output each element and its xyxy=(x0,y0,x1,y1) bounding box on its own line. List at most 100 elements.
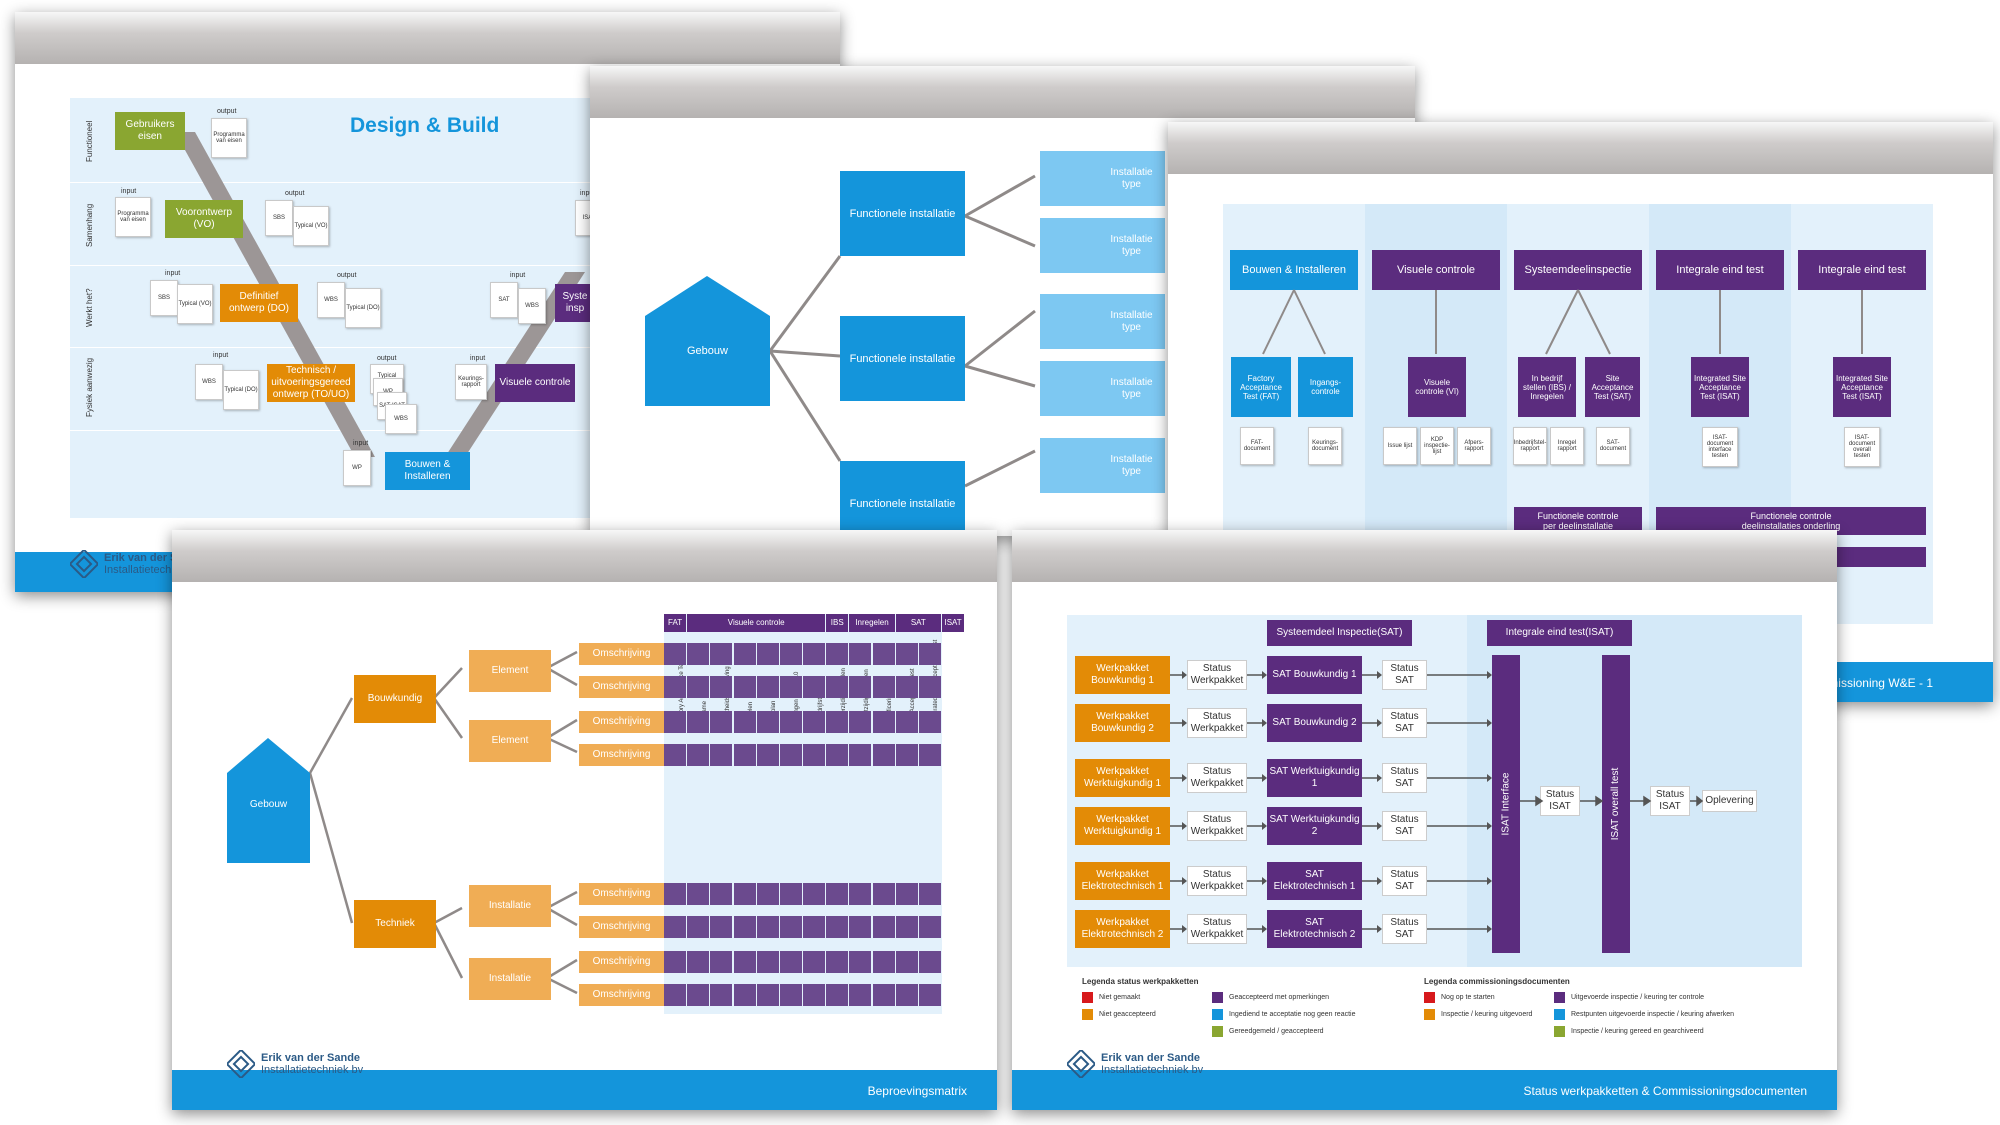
matrix-cell xyxy=(872,916,895,938)
matrix-cell xyxy=(779,744,802,766)
matrix-cell xyxy=(710,711,733,733)
header-integrale-eind-test-1: Integrale eind test xyxy=(1656,250,1784,290)
matrix-cell xyxy=(756,916,779,938)
matrix-cell xyxy=(826,984,849,1006)
matrix-cell xyxy=(664,643,687,665)
sat-box: SAT Elektrotechnisch 2 xyxy=(1267,910,1362,948)
matrix-cell xyxy=(918,951,941,973)
doc-sbs: SBS xyxy=(265,200,293,236)
matrix-cell xyxy=(779,916,802,938)
logo-icon xyxy=(1067,1050,1095,1078)
sat-box: SAT Werktuigkundig 1 xyxy=(1267,759,1362,797)
doc-wbs-output: WBS xyxy=(385,404,417,434)
matrix-cell xyxy=(687,984,710,1006)
matrix-cell xyxy=(687,883,710,905)
legend-label: Inspectie / keuring gereed en gearchivee… xyxy=(1571,1028,1704,1035)
legend-swatch xyxy=(1554,1009,1565,1020)
legend-label: Gereedgemeld / geaccepteerd xyxy=(1229,1028,1324,1035)
omschrijving-2: Omschrijving xyxy=(579,676,664,698)
matrix-cell xyxy=(733,951,756,973)
legend-werkpakketten-title: Legenda status werkpakketten xyxy=(1082,977,1199,986)
matrix-cell xyxy=(895,916,918,938)
label-output-3: output xyxy=(337,272,357,279)
status-werkpakket: Status Werkpakket xyxy=(1187,811,1247,841)
matrix-cell xyxy=(826,951,849,973)
legend-item: Inspectie / keuring gereed en gearchivee… xyxy=(1554,1026,1704,1037)
legend-commissioning-title: Legenda commissioningsdocumenten xyxy=(1424,977,1570,986)
status-sat: Status SAT xyxy=(1382,660,1427,690)
matrix-cell xyxy=(664,951,687,973)
matrix-rows xyxy=(664,614,942,1014)
matrix-cell xyxy=(756,744,779,766)
installatie-type-2: Installatie type xyxy=(1040,218,1165,273)
doc-wbs-input: WBS xyxy=(195,364,223,400)
tree-connectors xyxy=(768,174,1036,488)
matrix-cell xyxy=(756,676,779,698)
doc-isat-overall: ISAT-document overall testen xyxy=(1844,427,1880,467)
functionele-installatie-2: Functionele installatie xyxy=(840,316,965,401)
doc-isat-interface: ISAT-document interface testen xyxy=(1702,427,1738,467)
matrix-cell xyxy=(849,643,872,665)
box-isat-2: Integrated Site Acceptance Test (ISAT) xyxy=(1833,357,1891,417)
omschrijving-3: Omschrijving xyxy=(579,711,664,733)
legend-label: Niet gemaakt xyxy=(1099,994,1141,1001)
installatie-type-3: Installatie type xyxy=(1040,294,1165,349)
matrix-cell xyxy=(918,711,941,733)
matrix-cell xyxy=(849,916,872,938)
legend-item: Niet geaccepteerd xyxy=(1082,1009,1156,1020)
doc-issue-lijst: Issue lijst xyxy=(1383,427,1417,465)
installatie-type-1: Installatie type xyxy=(1040,151,1165,206)
status-werkpakket: Status Werkpakket xyxy=(1187,763,1247,793)
matrix-cell xyxy=(872,883,895,905)
matrix-cell xyxy=(733,643,756,665)
matrix-cell xyxy=(687,676,710,698)
matrix-cell xyxy=(710,676,733,698)
matrix-cell xyxy=(733,676,756,698)
box-techniek: Techniek xyxy=(354,900,436,948)
legend-swatch xyxy=(1082,1009,1093,1020)
matrix-cell xyxy=(664,916,687,938)
legend-swatch xyxy=(1212,992,1223,1003)
box-technisch-ontwerp: Technisch / uitvoeringsgereed ontwerp (T… xyxy=(267,364,355,402)
matrix-cell xyxy=(826,883,849,905)
matrix-cell xyxy=(710,744,733,766)
werkpakket-box: Werkpakket Elektrotechnisch 2 xyxy=(1075,910,1170,948)
matrix-cell xyxy=(687,643,710,665)
legend-item: Inspectie / keuring uitgevoerd xyxy=(1424,1009,1532,1020)
matrix-cell xyxy=(733,744,756,766)
matrix-cell xyxy=(803,711,826,733)
doc-wbs-sat: WBS xyxy=(518,288,546,324)
slide-header-bar xyxy=(1012,530,1837,582)
matrix-cell xyxy=(849,676,872,698)
matrix-cell xyxy=(872,951,895,973)
status-isat-final: Status ISAT xyxy=(1650,786,1690,816)
doc-sbs-input: SBS xyxy=(150,280,178,316)
matrix-cell xyxy=(756,643,779,665)
omschrijving-5: Omschrijving xyxy=(579,883,664,905)
matrix-cell xyxy=(664,676,687,698)
footer-title: Status werkpakketten & Commissioningsdoc… xyxy=(1523,1084,1807,1098)
status-werkpakket: Status Werkpakket xyxy=(1187,708,1247,738)
matrix-cell xyxy=(895,711,918,733)
box-element-2: Element xyxy=(469,720,551,762)
matrix-cell xyxy=(918,883,941,905)
matrix-group-header: Visuele controle xyxy=(687,614,826,632)
matrix-cell xyxy=(710,916,733,938)
doc-typical-do-input: Typical (DO) xyxy=(223,370,259,410)
matrix-cell xyxy=(803,744,826,766)
doc-wbs: WBS xyxy=(317,282,345,318)
box-ingangscontrole: Ingangs-controle xyxy=(1298,357,1353,417)
box-gebruikerseisen: Gebruikers eisen xyxy=(115,112,185,150)
legend-item: Gereedgemeld / geaccepteerd xyxy=(1212,1026,1324,1037)
gebouw-house xyxy=(645,276,770,406)
omschrijving-1: Omschrijving xyxy=(579,643,664,665)
matrix-cell xyxy=(895,744,918,766)
matrix-cell xyxy=(803,984,826,1006)
row-arrows xyxy=(1170,671,1492,933)
matrix-cell xyxy=(779,883,802,905)
matrix-group-header: Inregelen xyxy=(849,614,895,632)
legend-swatch xyxy=(1424,992,1435,1003)
footer-title: Beproevingsmatrix xyxy=(867,1084,967,1098)
